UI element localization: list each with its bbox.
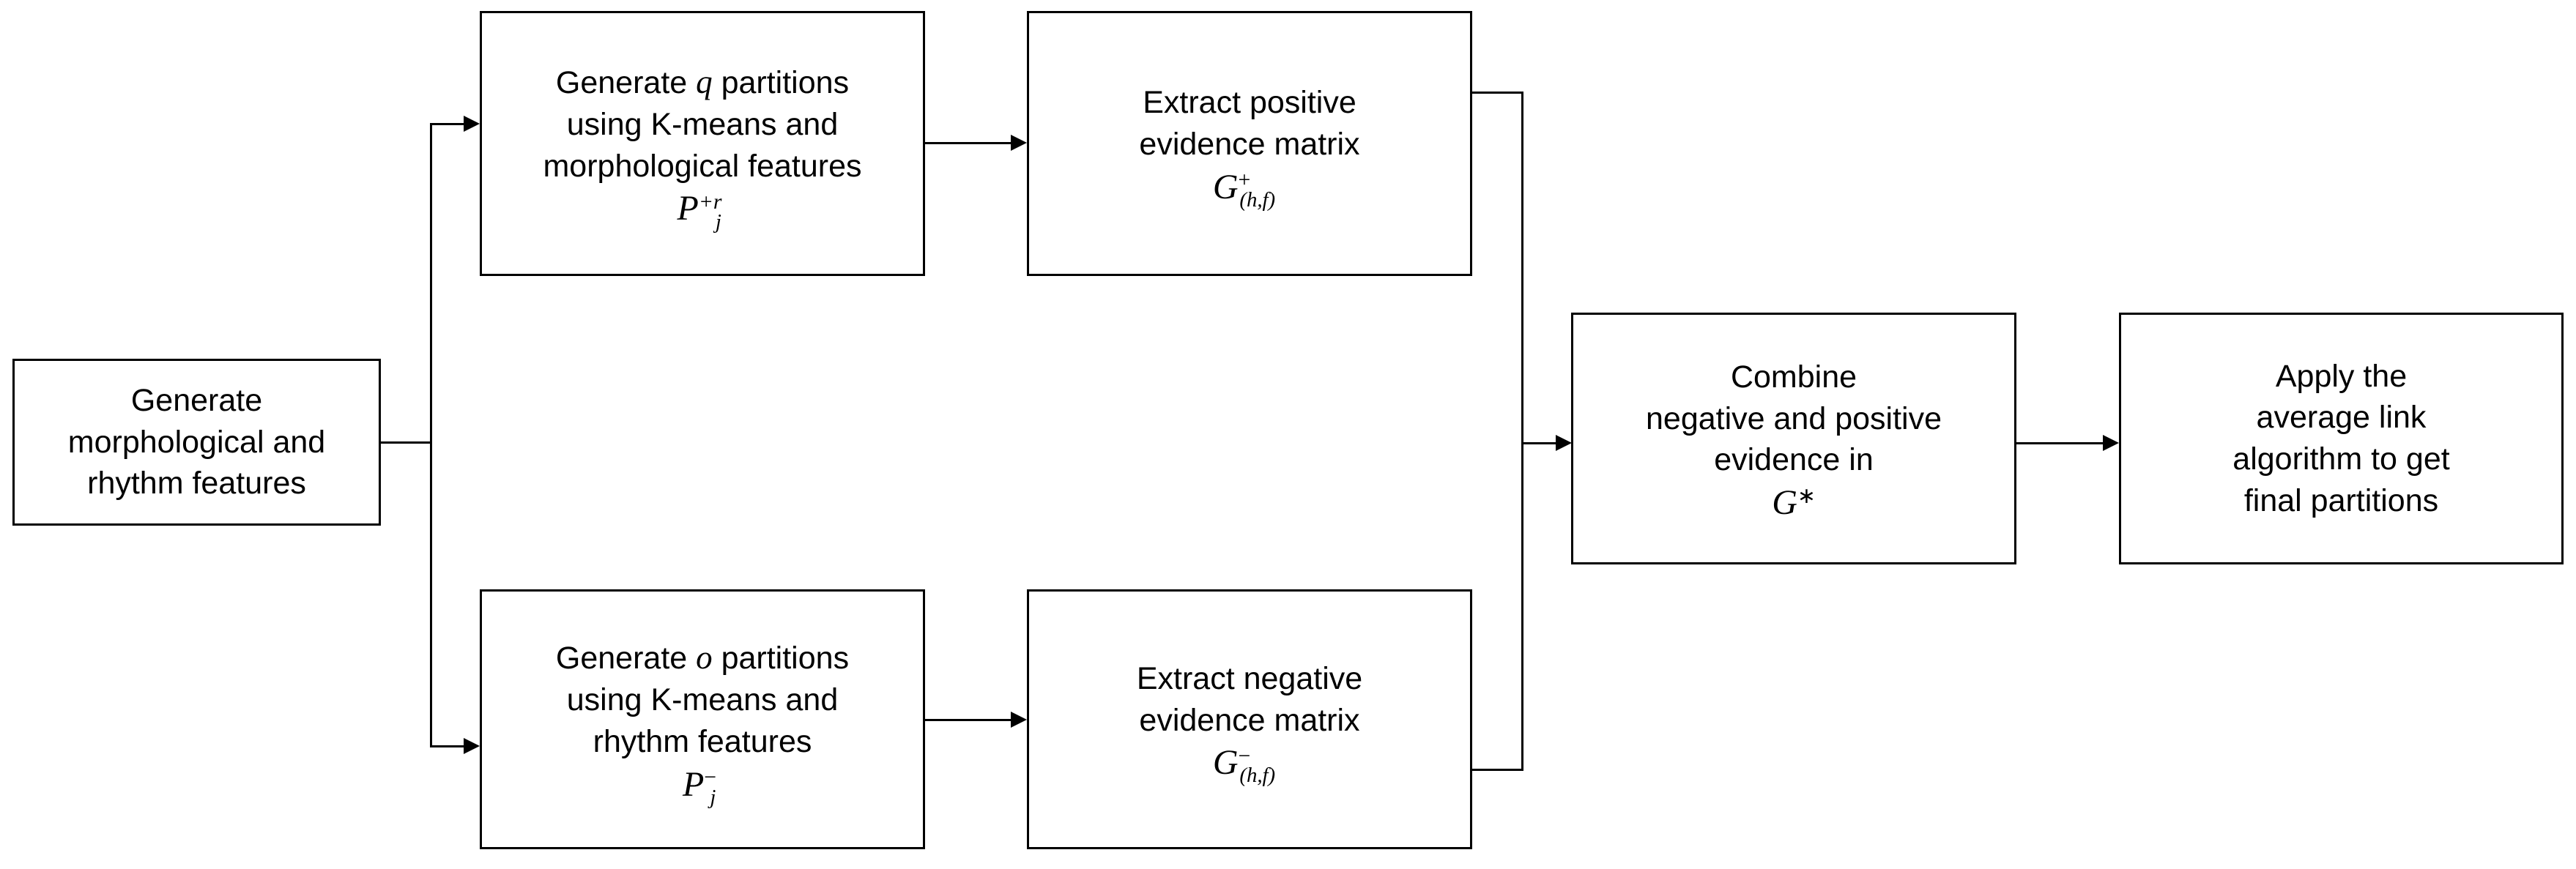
node-combine-evidence-text: Combine negative and positive evidence i… bbox=[1646, 357, 1942, 481]
arrowhead-to-negative bbox=[1011, 712, 1027, 728]
node-line-part: partitions bbox=[712, 64, 850, 100]
node-generate-features[interactable]: Generate morphological and rhythm featur… bbox=[12, 359, 381, 526]
node-combine-evidence[interactable]: Combine negative and positive evidence i… bbox=[1571, 313, 2016, 564]
edge-merge-to-combine bbox=[1521, 442, 1564, 444]
edge-q-partitions-to-positive bbox=[925, 142, 1013, 144]
node-line: morphological and bbox=[67, 424, 326, 460]
node-line: Combine bbox=[1730, 359, 1857, 395]
node-line: Extract negative bbox=[1136, 660, 1363, 696]
node-line: rhythm features bbox=[87, 466, 306, 501]
node-line-part: Generate bbox=[555, 64, 697, 100]
node-line: evidence matrix bbox=[1139, 702, 1360, 738]
node-line: Extract positive bbox=[1143, 85, 1356, 121]
node-line: Generate o partitions bbox=[556, 636, 849, 679]
arrowhead-to-combine bbox=[1556, 435, 1572, 451]
edge-negative-to-merge bbox=[1472, 769, 1523, 771]
formula-superscript: ∗ bbox=[1797, 483, 1816, 508]
node-extract-negative-evidence[interactable]: Extract negative evidence matrix G−(h,f) bbox=[1027, 589, 1472, 849]
edge-merge-spine bbox=[1521, 92, 1523, 771]
formula-g-minus-hf: G−(h,f) bbox=[1212, 743, 1286, 786]
node-line: Apply the bbox=[2275, 358, 2408, 394]
arrowhead-to-q-partitions bbox=[464, 116, 480, 132]
node-line: rhythm features bbox=[593, 724, 812, 760]
formula-superscript: − bbox=[704, 765, 717, 790]
formula-subscript: (h,f) bbox=[1239, 764, 1276, 788]
variable-o: o bbox=[696, 639, 713, 676]
edge-o-partitions-to-negative bbox=[925, 719, 1013, 721]
node-line: algorithm to get bbox=[2232, 441, 2450, 477]
node-line: final partitions bbox=[2243, 482, 2439, 518]
node-extract-negative-evidence-text: Extract negative evidence matrix bbox=[1137, 658, 1362, 742]
formula-subscript: j bbox=[715, 209, 721, 234]
edge-split-spine bbox=[430, 123, 432, 747]
node-line-part: Generate bbox=[555, 641, 697, 676]
node-apply-average-link[interactable]: Apply the average link algorithm to get … bbox=[2119, 313, 2564, 564]
formula-base: G bbox=[1212, 167, 1239, 206]
node-line: average link bbox=[2256, 400, 2427, 436]
formula-subscript: (h,f) bbox=[1239, 187, 1276, 212]
node-generate-q-partitions[interactable]: Generate q partitions using K-means and … bbox=[480, 11, 925, 276]
formula-g-star: G∗ bbox=[1772, 485, 1816, 521]
node-line: Generate bbox=[130, 382, 263, 418]
formula-base: G bbox=[1212, 743, 1239, 783]
formula-base: G bbox=[1772, 483, 1797, 523]
variable-q: q bbox=[696, 63, 713, 100]
node-extract-positive-evidence[interactable]: Extract positive evidence matrix G+(h,f) bbox=[1027, 11, 1472, 276]
node-line: evidence matrix bbox=[1139, 127, 1360, 162]
edge-features-to-split bbox=[381, 441, 432, 444]
node-line: negative and positive bbox=[1645, 400, 1942, 436]
formula-superscript: + bbox=[1238, 168, 1251, 193]
node-generate-o-partitions-text: Generate o partitions using K-means and … bbox=[556, 636, 849, 763]
formula-g-plus-hf: G+(h,f) bbox=[1212, 167, 1286, 210]
formula-p-plus-r-j: P+rj bbox=[677, 189, 728, 233]
formula-base: P bbox=[677, 189, 699, 228]
edge-split-to-q-partitions bbox=[430, 123, 467, 125]
node-apply-average-link-text: Apply the average link algorithm to get … bbox=[2232, 356, 2449, 522]
formula-base: P bbox=[682, 764, 705, 804]
arrowhead-to-average-link bbox=[2103, 435, 2119, 451]
node-generate-features-text: Generate morphological and rhythm featur… bbox=[68, 380, 325, 504]
node-generate-q-partitions-text: Generate q partitions using K-means and … bbox=[543, 61, 861, 187]
formula-subscript: j bbox=[710, 786, 716, 810]
node-line: evidence in bbox=[1714, 442, 1874, 478]
node-generate-o-partitions[interactable]: Generate o partitions using K-means and … bbox=[480, 589, 925, 849]
formula-superscript: +r bbox=[698, 189, 722, 214]
edge-positive-to-merge bbox=[1472, 92, 1523, 94]
node-line-part: partitions bbox=[712, 641, 850, 676]
edge-split-to-o-partitions bbox=[430, 745, 467, 747]
edge-combine-to-average-link bbox=[2016, 442, 2106, 444]
arrowhead-to-positive bbox=[1011, 135, 1027, 151]
node-line: using K-means and bbox=[566, 682, 839, 718]
node-line: using K-means and bbox=[566, 106, 839, 142]
node-extract-positive-evidence-text: Extract positive evidence matrix bbox=[1139, 82, 1359, 165]
formula-p-minus-j: P−j bbox=[682, 764, 722, 808]
formula-superscript: − bbox=[1238, 743, 1251, 768]
node-line: Generate q partitions bbox=[543, 61, 861, 104]
node-line: morphological features bbox=[543, 148, 862, 184]
arrowhead-to-o-partitions bbox=[464, 738, 480, 754]
